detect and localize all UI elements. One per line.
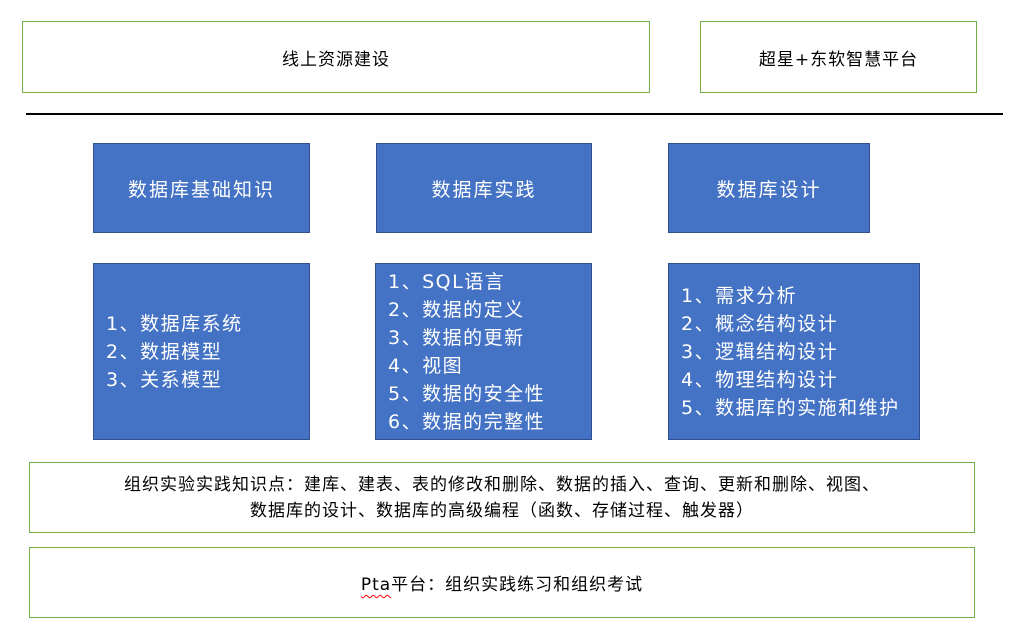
header-database-practice-label: 数据库实践 <box>431 178 537 201</box>
list-item: 1、SQL语言 <box>388 270 506 293</box>
list-item: 4、物理结构设计 <box>681 368 839 391</box>
header-database-design-label: 数据库设计 <box>716 178 822 201</box>
list-database-practice: 1、SQL语言 2、数据的定义 3、数据的更新 4、视图 5、数据的安全性 6、… <box>375 263 592 440</box>
platform-title-box: 超星+东软智慧平台 <box>700 21 977 93</box>
header-database-practice: 数据库实践 <box>376 143 592 233</box>
pta-misspelled-word: Pta <box>360 575 392 595</box>
horizontal-divider <box>26 113 1003 115</box>
header-database-basics: 数据库基础知识 <box>93 143 310 233</box>
list-item: 2、数据模型 <box>106 340 223 363</box>
list-item: 5、数据的安全性 <box>388 382 546 405</box>
list-item: 6、数据的完整性 <box>388 410 546 433</box>
list-item: 2、数据的定义 <box>388 298 525 321</box>
list-item: 3、逻辑结构设计 <box>681 340 839 363</box>
list-item: 2、概念结构设计 <box>681 312 839 335</box>
list-item: 4、视图 <box>388 354 464 377</box>
online-resources-title: 线上资源建设 <box>282 49 390 70</box>
list-item: 3、数据的更新 <box>388 326 525 349</box>
list-item: 3、关系模型 <box>106 368 223 391</box>
pta-platform-text: Pta平台：组织实践练习和组织考试 <box>361 570 643 595</box>
list-item: 5、数据库的实施和维护 <box>681 396 900 419</box>
list-item: 1、需求分析 <box>681 284 798 307</box>
practice-knowledge-line2: 数据库的设计、数据库的高级编程（函数、存储过程、触发器） <box>250 500 754 521</box>
pta-platform-box: Pta平台：组织实践练习和组织考试 <box>29 547 975 618</box>
header-database-basics-label: 数据库基础知识 <box>127 178 275 201</box>
practice-knowledge-box: 组织实验实践知识点：建库、建表、表的修改和删除、数据的插入、查询、更新和删除、视… <box>29 462 975 533</box>
list-database-design: 1、需求分析 2、概念结构设计 3、逻辑结构设计 4、物理结构设计 5、数据库的… <box>668 263 920 440</box>
list-database-basics: 1、数据库系统 2、数据模型 3、关系模型 <box>93 263 310 440</box>
header-database-design: 数据库设计 <box>668 143 870 233</box>
practice-knowledge-line1: 组织实验实践知识点：建库、建表、表的修改和删除、数据的插入、查询、更新和删除、视… <box>124 474 880 495</box>
online-resources-title-box: 线上资源建设 <box>22 21 650 93</box>
list-item: 1、数据库系统 <box>106 312 243 335</box>
platform-title: 超星+东软智慧平台 <box>758 49 919 70</box>
pta-platform-suffix: 平台：组织实践练习和组织考试 <box>391 575 644 595</box>
